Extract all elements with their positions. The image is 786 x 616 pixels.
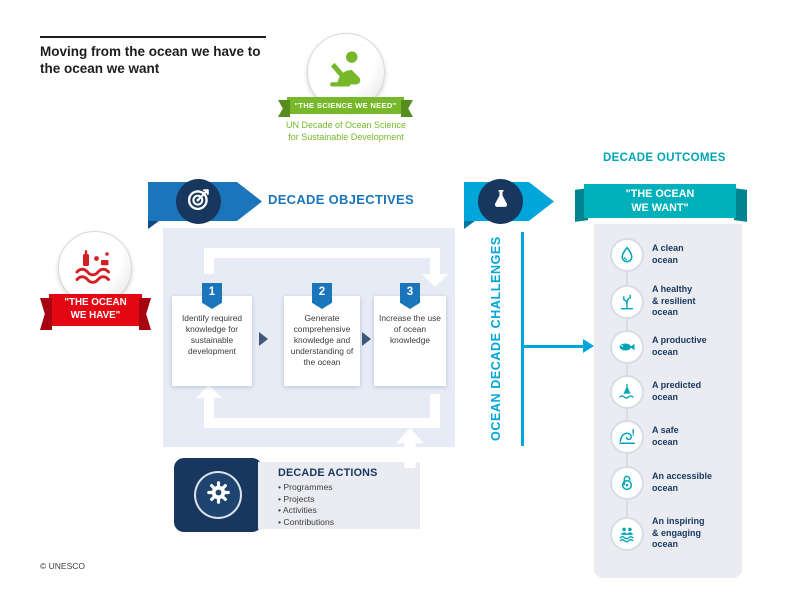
objectives-circle bbox=[176, 179, 221, 224]
challenges-arrowhead bbox=[583, 339, 594, 353]
ribbon-tail bbox=[139, 298, 151, 330]
cycle-arrow-segment bbox=[430, 394, 440, 428]
cycle-arrow-segment bbox=[204, 398, 214, 428]
outcomes-title: DECADE OUTCOMES bbox=[603, 152, 726, 164]
outcome-item-inspiring: An inspiring & engaging ocean bbox=[610, 516, 705, 551]
wave-alert-icon bbox=[610, 420, 644, 454]
actions-banner bbox=[174, 458, 262, 532]
objectives-banner-fold bbox=[148, 221, 159, 229]
outcome-label: A healthy & resilient ocean bbox=[652, 284, 696, 318]
objective-step-card-2: 2 Generate comprehensive knowledge and u… bbox=[284, 283, 360, 386]
title-rule bbox=[40, 36, 266, 38]
ocean-we-have-line1: "THE OCEAN bbox=[64, 297, 127, 309]
fish-icon bbox=[610, 330, 644, 364]
open-access-icon bbox=[610, 466, 644, 500]
actions-list-item: Activities bbox=[278, 505, 412, 517]
step-text: Generate comprehensive knowledge and und… bbox=[290, 313, 354, 368]
cycle-arrowhead-down bbox=[422, 274, 448, 287]
objectives-title: DECADE OBJECTIVES bbox=[268, 192, 414, 207]
outcome-label: A safe ocean bbox=[652, 425, 679, 447]
actions-list-item: Programmes bbox=[278, 482, 412, 494]
step-number-badge: 3 bbox=[400, 283, 420, 309]
science-banner: "THE SCIENCE WE NEED" bbox=[278, 97, 413, 117]
ocean-we-have-circle bbox=[58, 231, 132, 305]
actions-list: Programmes Projects Activities Contribut… bbox=[278, 482, 412, 528]
science-banner-label: "THE SCIENCE WE NEED" bbox=[294, 101, 397, 110]
step-text: Increase the use of ocean knowledge bbox=[379, 313, 441, 346]
actions-list-item: Projects bbox=[278, 494, 412, 506]
cycle-arrow-segment bbox=[204, 418, 440, 428]
people-wave-icon bbox=[610, 516, 644, 551]
challenges-vertical-label: OCEAN DECADE CHALLENGES bbox=[489, 236, 503, 442]
cycle-arrow-segment bbox=[204, 248, 214, 274]
ribbon-tail bbox=[278, 100, 290, 117]
target-icon bbox=[185, 185, 213, 218]
outcome-label: An inspiring & engaging ocean bbox=[652, 516, 705, 550]
outcome-item-healthy: A healthy & resilient ocean bbox=[610, 284, 696, 319]
actions-circle bbox=[194, 471, 242, 519]
outcome-label: A predicted ocean bbox=[652, 380, 702, 402]
ocean-we-have-banner: "THE OCEAN WE HAVE" bbox=[40, 294, 151, 330]
actions-list-item: Contributions bbox=[278, 517, 412, 529]
outcomes-banner-line2: WE WANT" bbox=[631, 202, 689, 214]
step-number-badge: 1 bbox=[202, 283, 222, 309]
ribbon-tail bbox=[40, 298, 52, 330]
ribbon-tail bbox=[401, 100, 413, 117]
polluted-ocean-icon bbox=[71, 242, 119, 295]
challenges-circle bbox=[478, 179, 523, 224]
cycle-arrow-segment bbox=[204, 248, 440, 258]
outcomes-panel: A clean ocean A healthy & resilient ocea… bbox=[594, 224, 742, 578]
outcome-item-accessible: An accessible ocean bbox=[610, 466, 712, 500]
buoy-icon bbox=[610, 375, 644, 409]
outcome-label: An accessible ocean bbox=[652, 471, 713, 493]
cycle-arrowhead-up bbox=[196, 385, 222, 398]
ocean-we-have-line2: WE HAVE" bbox=[70, 310, 121, 321]
page-title: Moving from the ocean we have to the oce… bbox=[40, 44, 261, 76]
outcomes-banner-line1: "THE OCEAN bbox=[625, 187, 695, 200]
outcome-item-predicted: A predicted ocean bbox=[610, 375, 701, 409]
challenges-banner-fold bbox=[464, 221, 475, 229]
droplet-icon bbox=[610, 238, 644, 272]
outcomes-banner: "THE OCEAN WE WANT" bbox=[584, 184, 736, 218]
actions-panel: DECADE ACTIONS Programmes Projects Activ… bbox=[258, 462, 420, 529]
challenges-arrow-line bbox=[521, 345, 584, 348]
step-chevron-icon bbox=[362, 332, 371, 346]
actions-title: DECADE ACTIONS bbox=[278, 467, 378, 479]
step-number-badge: 2 bbox=[312, 283, 332, 309]
gear-icon bbox=[205, 479, 232, 511]
outcome-label: A clean ocean bbox=[652, 243, 684, 265]
coral-icon bbox=[610, 284, 644, 319]
outcome-item-productive: A productive ocean bbox=[610, 330, 707, 364]
science-subtitle: UN Decade of Ocean Science for Sustainab… bbox=[285, 120, 407, 143]
step-chevron-icon bbox=[259, 332, 268, 346]
flask-icon bbox=[489, 187, 513, 216]
scientist-microscope-icon bbox=[323, 47, 369, 98]
objective-step-card-1: 1 Identify required knowledge for sustai… bbox=[172, 283, 252, 386]
objective-step-card-3: 3 Increase the use of ocean knowledge bbox=[374, 283, 446, 386]
challenges-vertical-line bbox=[521, 232, 524, 446]
outcome-item-safe: A safe ocean bbox=[610, 420, 679, 454]
cycle-arrow-segment bbox=[430, 248, 440, 274]
outcome-label: A productive ocean bbox=[652, 335, 707, 357]
step-text: Identify required knowledge for sustaina… bbox=[181, 313, 243, 357]
outcome-item-clean: A clean ocean bbox=[610, 238, 684, 272]
copyright-notice: © UNESCO bbox=[40, 561, 85, 571]
